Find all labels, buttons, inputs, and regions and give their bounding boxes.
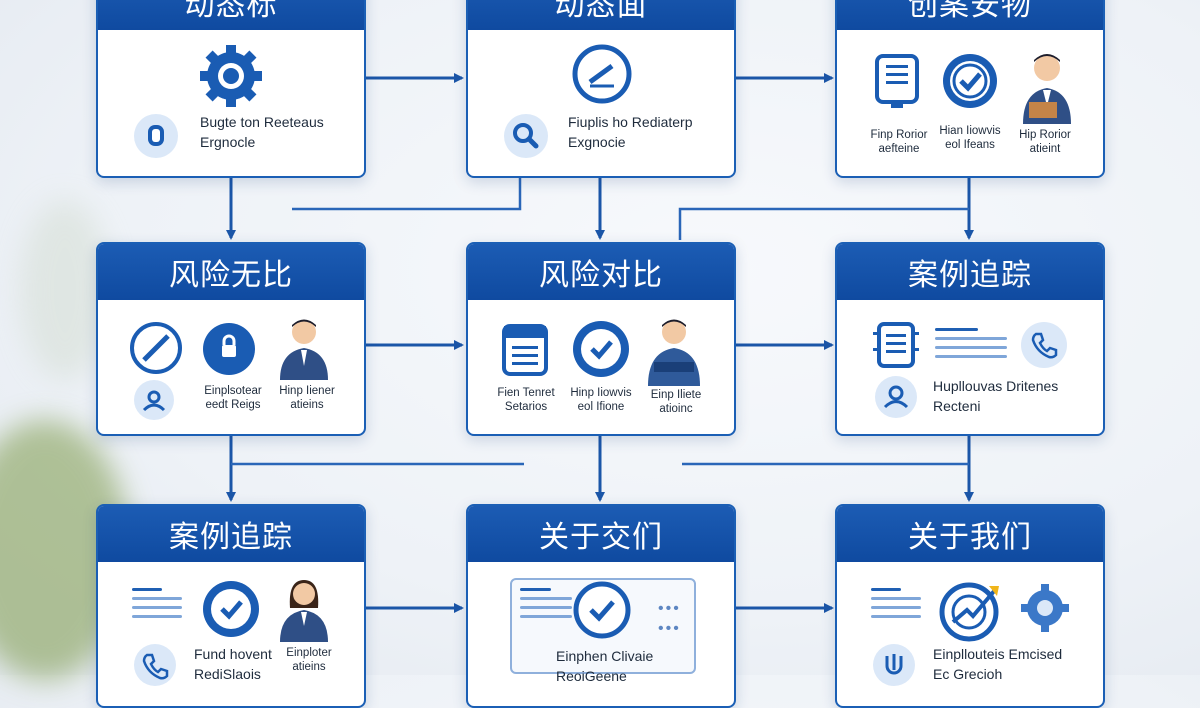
- compass-icon: [572, 44, 632, 104]
- lock-gear-icon: [203, 323, 255, 375]
- phone-icon: [134, 644, 176, 686]
- background-blur: [20, 200, 110, 380]
- magnifier-icon: [504, 114, 548, 158]
- text-lines: [871, 588, 921, 624]
- card-title: 关于交们: [468, 506, 734, 562]
- check-gear-icon: [573, 321, 629, 377]
- chip-icon: [873, 322, 919, 368]
- link-line-2: [678, 207, 969, 240]
- text-lines: [520, 588, 572, 624]
- card-title: 风险无比: [98, 244, 364, 300]
- phone-icon: [1021, 322, 1067, 368]
- card-title: 动态面: [468, 0, 734, 30]
- card-title: 风险对比: [468, 244, 734, 300]
- card-title: 案例追踪: [837, 244, 1103, 300]
- monitor-icon: [875, 54, 919, 108]
- more-icon: •••: [658, 620, 681, 637]
- calendar-icon: [502, 324, 548, 376]
- check-gear-icon: [943, 54, 997, 108]
- check-gear-icon: [203, 581, 259, 637]
- woman-icon: [280, 580, 328, 642]
- text-lines: [132, 588, 182, 624]
- user-icon: [875, 376, 917, 418]
- text-lines: [935, 328, 1007, 364]
- users-icon: [134, 380, 174, 420]
- check-circle-icon: [573, 581, 631, 639]
- shield-icon: [134, 114, 178, 158]
- card-title: 动态标: [98, 0, 364, 30]
- person-icon: [280, 319, 328, 380]
- growth-target-icon: [939, 582, 999, 642]
- card-title: 创案安物: [837, 0, 1103, 30]
- card-title: 关于我们: [837, 506, 1103, 562]
- person-icon: [648, 319, 700, 386]
- download-icon: [873, 644, 915, 686]
- gear-icon: [200, 45, 262, 107]
- link-line-1: [292, 175, 522, 211]
- person-icon: [1023, 54, 1071, 124]
- gear-icon: [1021, 584, 1069, 632]
- flow-connectors: [226, 73, 974, 613]
- pen-icon: [130, 322, 182, 374]
- more-icon: •••: [658, 600, 681, 617]
- card-title: 案例追踪: [98, 506, 364, 562]
